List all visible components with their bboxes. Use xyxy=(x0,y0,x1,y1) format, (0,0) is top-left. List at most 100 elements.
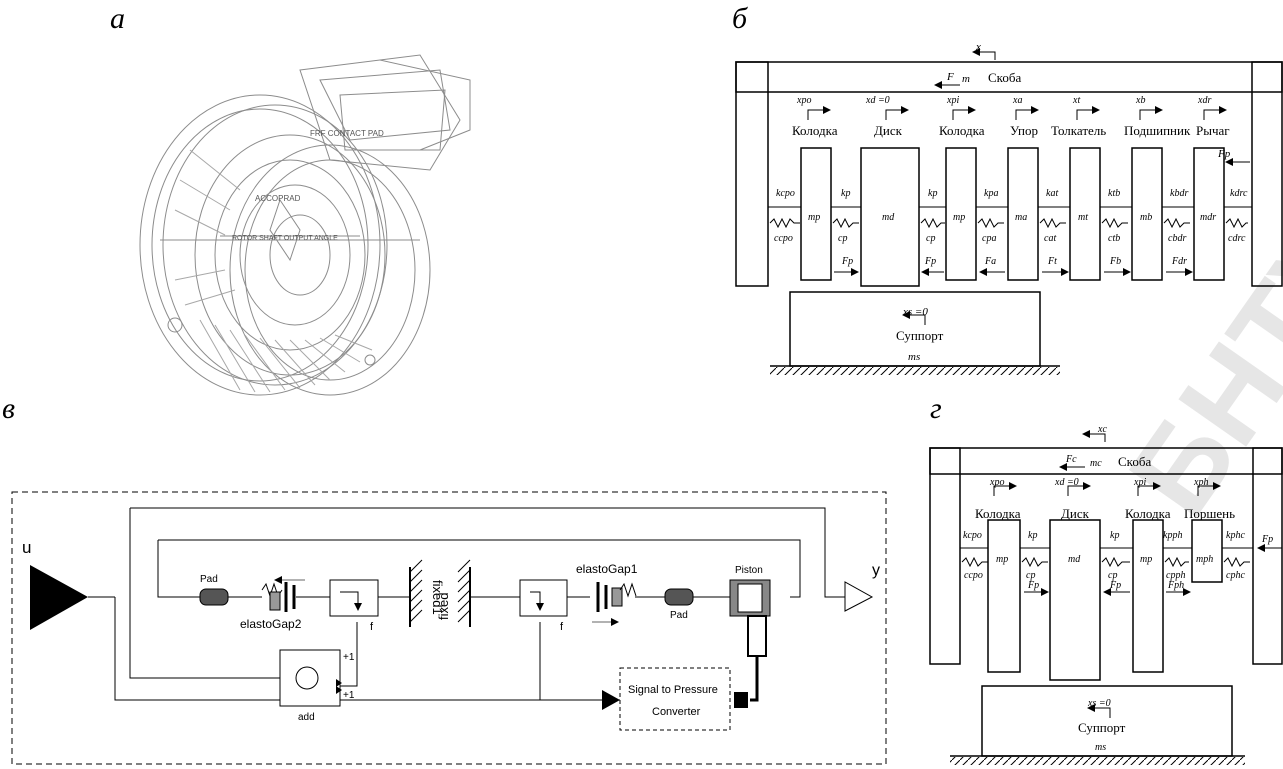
input-port-u xyxy=(30,565,88,630)
g-support-x: xs =0 xyxy=(1087,698,1111,709)
brake-wireframe xyxy=(140,55,470,395)
b-k-5: kat xyxy=(1046,188,1058,199)
g-input-force: Fp xyxy=(1261,534,1273,545)
b-k-3: kp xyxy=(928,188,937,199)
converter-out-port xyxy=(734,692,748,708)
b-top-x: x xyxy=(975,41,981,53)
b-m-3: mp xyxy=(953,212,965,223)
b-F-6: Fdr xyxy=(1171,256,1187,267)
b-top-mass: m xyxy=(962,73,970,85)
g-disp-1: xpo xyxy=(989,477,1004,488)
converter-block xyxy=(620,668,730,730)
b-F-1: Fp xyxy=(841,256,853,267)
b-comp-7: Рычаг xyxy=(1196,123,1230,138)
b-m-7: mdr xyxy=(1200,212,1216,223)
pad-left-block xyxy=(200,589,228,605)
b-k-2: kp xyxy=(841,188,850,199)
b-disp-1: xpo xyxy=(796,95,811,106)
g-c-1: ccpo xyxy=(964,570,983,581)
caliper-left-leg-g xyxy=(930,448,960,664)
force-sensor-left xyxy=(330,580,378,616)
b-F-5: Fb xyxy=(1109,256,1121,267)
v-converter-2: Converter xyxy=(652,706,701,718)
b-comp-5: Толкатель xyxy=(1051,123,1106,138)
g-comp-3: Колодка xyxy=(1125,506,1171,521)
mass-mp1-g xyxy=(988,520,1020,672)
b-force-F: F xyxy=(946,71,954,83)
b-comp-3: Колодка xyxy=(939,123,985,138)
b-m-4: ma xyxy=(1015,212,1027,223)
g-top-x: xc xyxy=(1097,424,1107,435)
v-plus-bottom: +1 xyxy=(343,690,355,701)
b-k-7: kbdr xyxy=(1170,188,1188,199)
v-converter-1: Signal to Pressure xyxy=(628,684,718,696)
piston-block xyxy=(730,580,770,656)
elasto-gap-right xyxy=(592,582,636,622)
b-m-1: mp xyxy=(808,212,820,223)
b-top-title: Скоба xyxy=(988,70,1021,85)
b-input-force: Fp xyxy=(1217,148,1231,160)
b-k-8: kdrc xyxy=(1230,188,1248,199)
wire-label-1: FRF CONTACT PAD xyxy=(310,129,384,138)
b-disp-7: xdr xyxy=(1197,95,1211,106)
fixed1-block xyxy=(410,560,422,627)
b-c-3: cp xyxy=(926,233,935,244)
b-disp-2: xd =0 xyxy=(865,95,890,106)
g-m-4: mph xyxy=(1196,554,1213,565)
converter-in-port xyxy=(602,690,620,710)
v-f-right: f xyxy=(560,621,564,633)
b-F-2: Fp xyxy=(924,256,936,267)
ground-g xyxy=(950,756,1245,765)
g-disp-2: xd =0 xyxy=(1054,477,1079,488)
caliper-left-leg-b xyxy=(736,62,768,286)
b-comp-1: Колодка xyxy=(792,123,838,138)
g-k-5: kphc xyxy=(1226,530,1245,541)
g-disp-4: xph xyxy=(1193,477,1208,488)
g-m-3: mp xyxy=(1140,554,1152,565)
schematic-g xyxy=(930,448,1282,756)
g-comp-4: Поршень xyxy=(1184,506,1235,521)
b-F-3: Fa xyxy=(984,256,996,267)
b-disp-4: xa xyxy=(1012,95,1022,106)
g-m-2: md xyxy=(1068,554,1081,565)
b-k-4: kpa xyxy=(984,188,998,199)
g-top-mass: mc xyxy=(1090,458,1102,469)
b-support-title: Суппорт xyxy=(896,328,944,343)
v-add: add xyxy=(298,712,315,723)
b-m-5: mt xyxy=(1078,212,1088,223)
v-elasto-left: elastoGap2 xyxy=(240,617,302,631)
g-k-2: kp xyxy=(1028,530,1037,541)
b-disp-3: xpi xyxy=(946,95,959,106)
b-disp-6: xb xyxy=(1135,95,1145,106)
g-top-title: Скоба xyxy=(1118,454,1151,469)
sum-icon xyxy=(296,667,318,689)
caliper-right-leg-g xyxy=(1253,448,1282,664)
b-F-4: Ft xyxy=(1047,256,1057,267)
v-input-label: u xyxy=(22,538,31,557)
output-port-y xyxy=(845,582,872,611)
g-support-title: Суппорт xyxy=(1078,720,1126,735)
b-comp-4: Упор xyxy=(1010,123,1038,138)
g-disp-3: xpi xyxy=(1133,477,1146,488)
v-pad-left: Pad xyxy=(200,574,218,585)
force-sensor-right xyxy=(520,580,567,616)
g-F-2: Fp xyxy=(1109,580,1121,591)
b-support-x: xs =0 xyxy=(902,306,928,318)
g-F-1: Fp xyxy=(1027,580,1039,591)
b-c-6: ctb xyxy=(1108,233,1120,244)
b-k-1: kcpo xyxy=(776,188,795,199)
ground-b xyxy=(770,366,1060,375)
g-m-1: mp xyxy=(996,554,1008,565)
g-support-mass: ms xyxy=(1095,742,1106,753)
fixed2-block xyxy=(458,560,470,627)
b-c-1: ccpo xyxy=(774,233,793,244)
g-comp-1: Колодка xyxy=(975,506,1021,521)
v-elasto-right: elastoGap1 xyxy=(576,562,638,576)
wire-label-3: ROTOR SHAFT OUTPUT ANGLE xyxy=(232,235,338,242)
g-k-1: kcpo xyxy=(963,530,982,541)
v-pad-right: Pad xyxy=(670,610,688,621)
wire-label-2: ACCOPRAD xyxy=(255,194,301,203)
b-c-5: cat xyxy=(1044,233,1056,244)
g-k-4: kpph xyxy=(1163,530,1182,541)
b-c-4: cpa xyxy=(982,233,996,244)
